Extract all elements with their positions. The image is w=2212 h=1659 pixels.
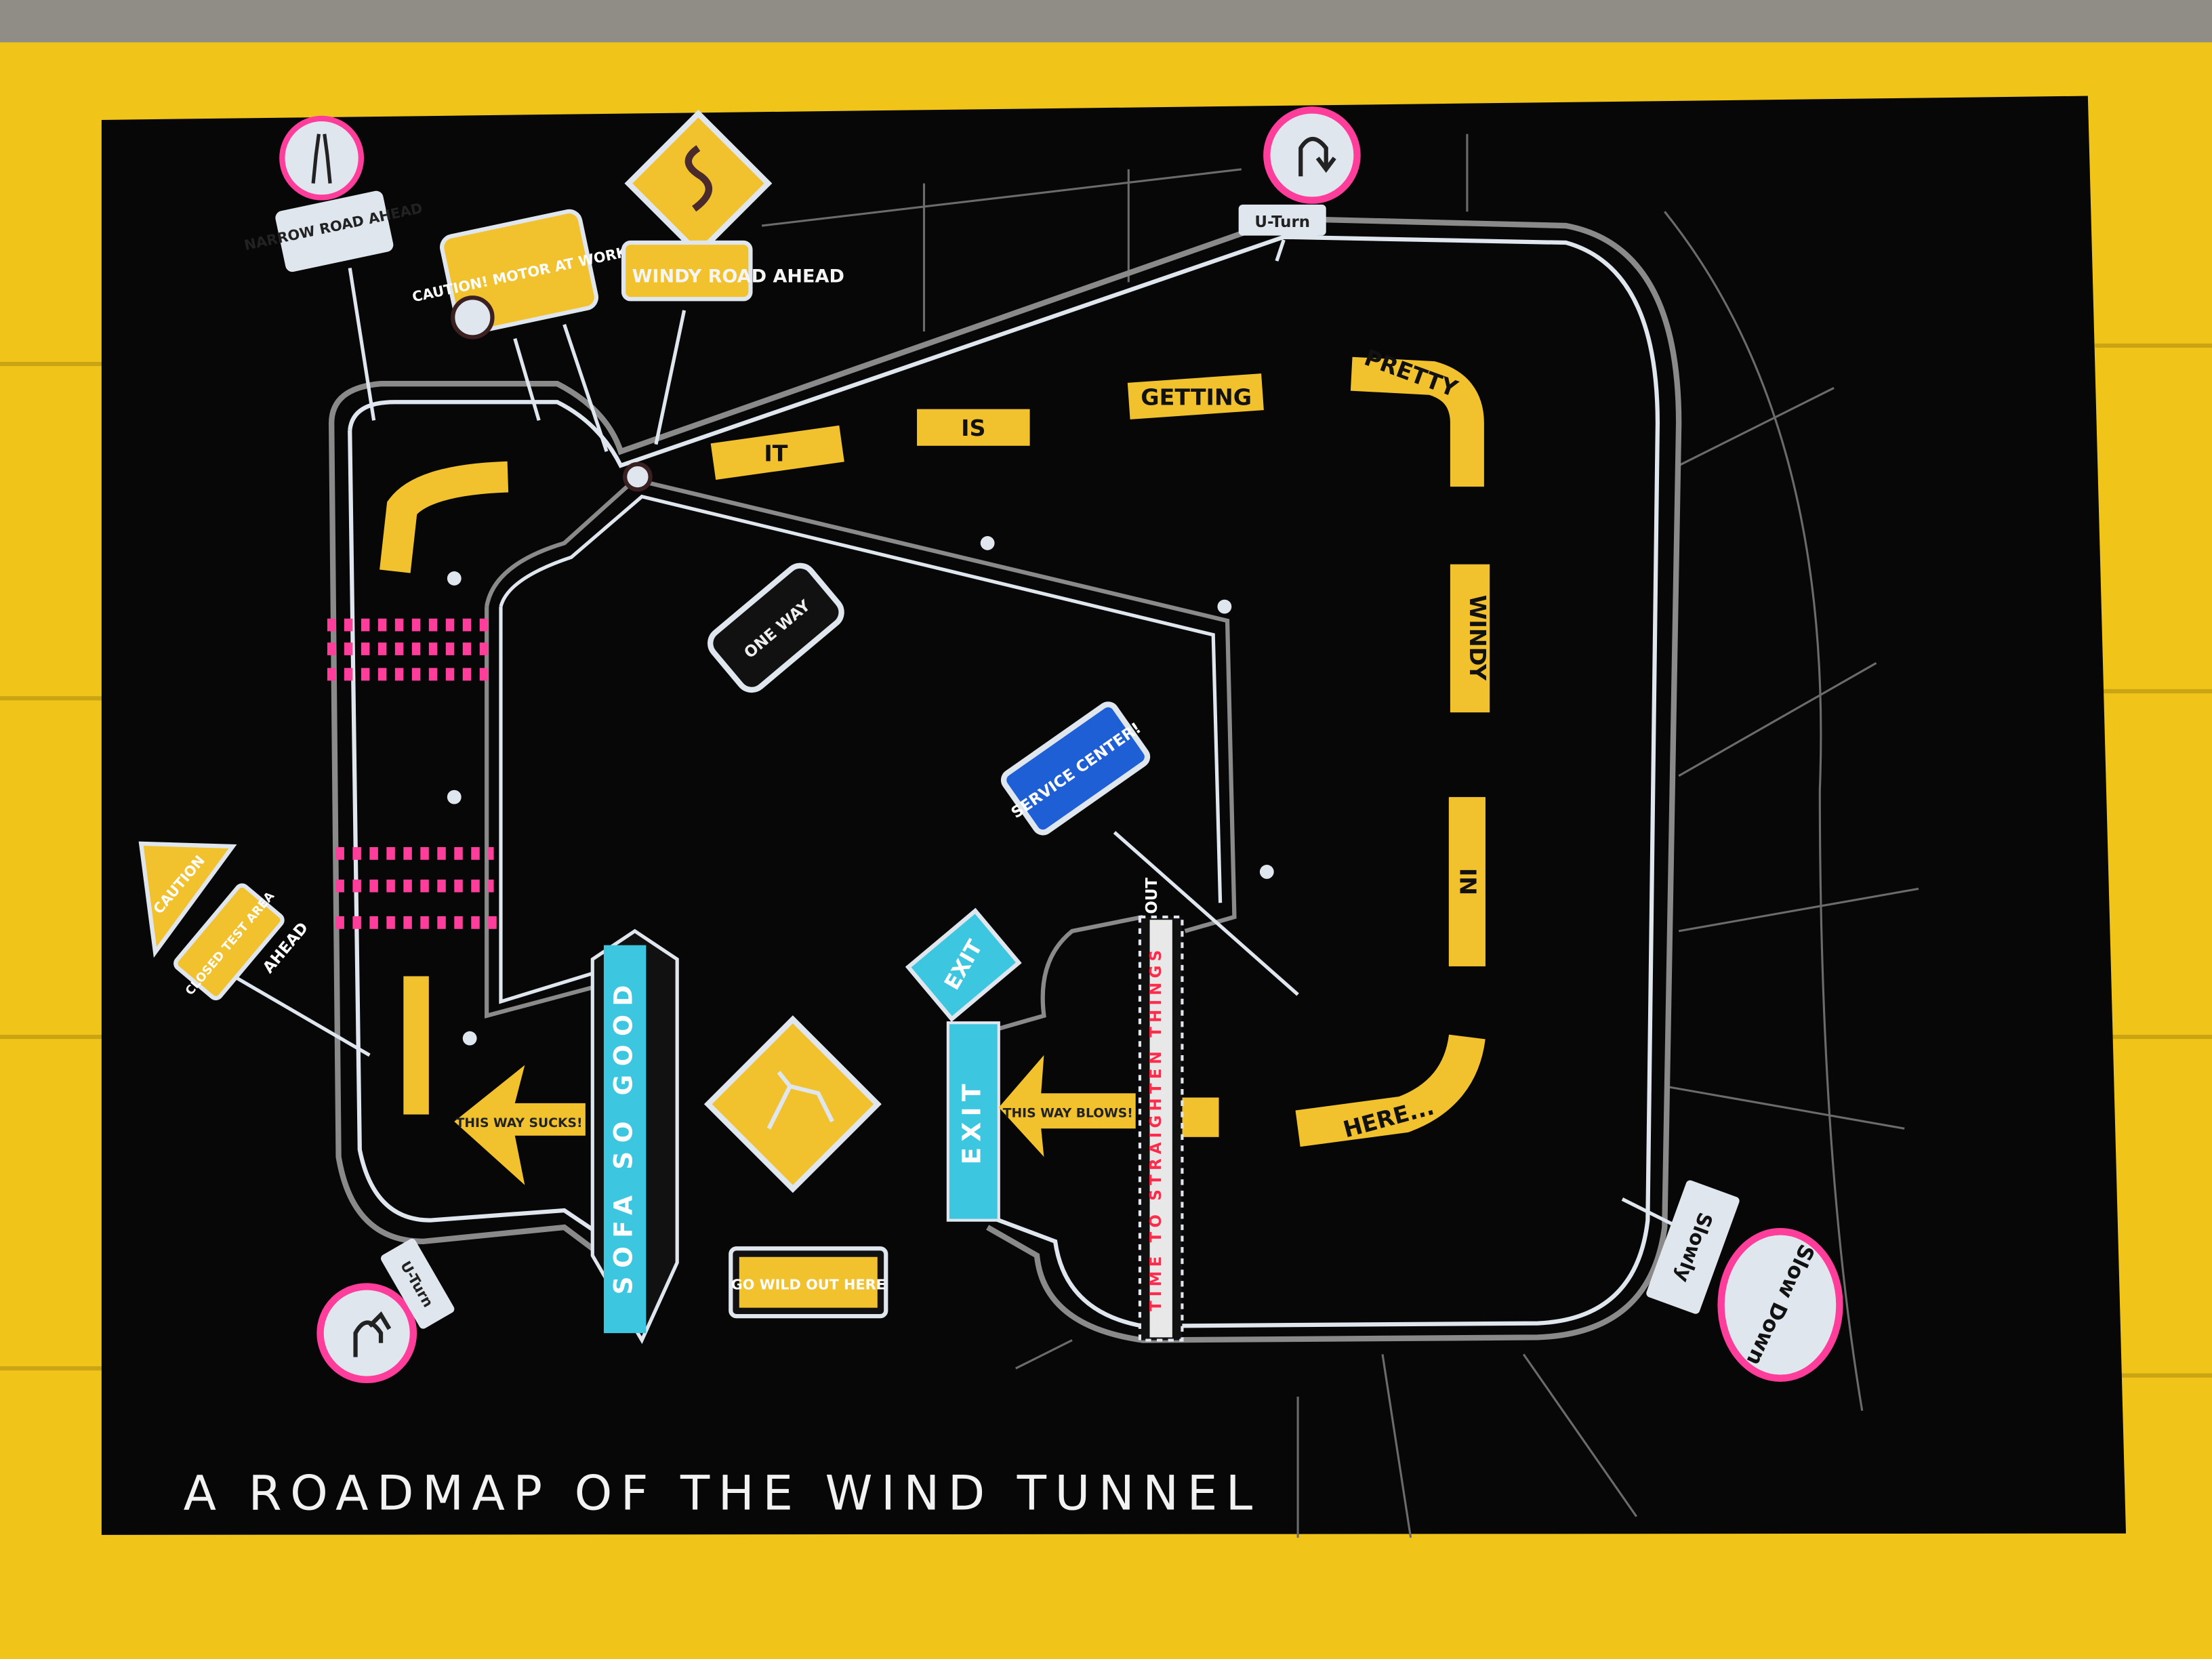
- go-wild-label: GO WILD OUT HERE: [731, 1277, 886, 1293]
- junction-fan-icon: [623, 462, 653, 492]
- road-word-in: IN: [1454, 868, 1481, 895]
- this-way-blows-arrow: THIS WAY BLOWS!: [998, 1055, 1219, 1157]
- road-loop: [329, 216, 1682, 1343]
- caution-triangle-sign: CAUTION: [138, 841, 237, 958]
- straighten-things-barrier: TIME TO STRAIGHTEN THINGS OUT: [1138, 878, 1184, 1342]
- this-way-blows-label: THIS WAY BLOWS!: [1003, 1107, 1133, 1121]
- sofa-so-good-sign: SOFA SO GOOD: [590, 928, 679, 1345]
- road-word-is: IS: [961, 415, 985, 441]
- road-arrow-mark: [380, 461, 509, 573]
- road-bar-mark: [403, 976, 429, 1115]
- exit-post-label: EXIT: [957, 1078, 987, 1164]
- go-wild-sign: GO WILD OUT HERE: [703, 1015, 888, 1319]
- windy-road-label: WINDY ROAD AHEAD: [632, 266, 844, 287]
- straighten-label: TIME TO STRAIGHTEN THINGS: [1147, 946, 1165, 1311]
- deer-icon: [766, 1071, 834, 1130]
- map-title: A ROADMAP OF THE WIND TUNNEL: [184, 1465, 1261, 1521]
- road-word-windy: WINDY: [1465, 595, 1491, 681]
- u-turn-top-label: U-Turn: [1254, 213, 1310, 231]
- road-word-it: IT: [764, 441, 787, 467]
- street-lamp-icons: [447, 462, 1274, 1046]
- u-turn-sign-bottom: U-Turn: [316, 1238, 455, 1384]
- one-way-sign: ONE WAY: [708, 562, 844, 693]
- winding-road-icon: [684, 145, 713, 212]
- caution-motor-sign: CAUTION! MOTOR AT WORK: [411, 209, 629, 340]
- sofa-so-good-label: SOFA SO GOOD: [609, 977, 638, 1294]
- exit-sign: EXIT EXIT: [905, 907, 1022, 1222]
- slow-down-sign: Slowly Slow Down: [1646, 1180, 1843, 1382]
- mat-grooves: [0, 343, 2212, 1378]
- pencil-sketch-lines: [761, 134, 1919, 1538]
- road-word-getting: GETTING: [1141, 384, 1252, 410]
- windy-road-sign: WINDY ROAD AHEAD: [621, 109, 844, 302]
- this-way-sucks-arrow: THIS WAY SUCKS!: [454, 1065, 586, 1185]
- u-turn-icon: [1263, 106, 1361, 204]
- concrete-floor: [0, 0, 2212, 43]
- road-message: IT IS GETTING PRETTY WINDY IN HERE...: [380, 344, 1491, 1147]
- u-turn-bottom-icon: [316, 1283, 417, 1384]
- pedestrian-crossings: [327, 618, 501, 929]
- fan-icon: [451, 295, 495, 340]
- u-turn-sign-top: U-Turn: [1238, 106, 1361, 236]
- out-label: OUT: [1143, 878, 1161, 914]
- slow-down-icon: [1717, 1228, 1843, 1382]
- this-way-sucks-label: THIS WAY SUCKS!: [456, 1116, 583, 1130]
- narrow-road-icon: [279, 115, 365, 201]
